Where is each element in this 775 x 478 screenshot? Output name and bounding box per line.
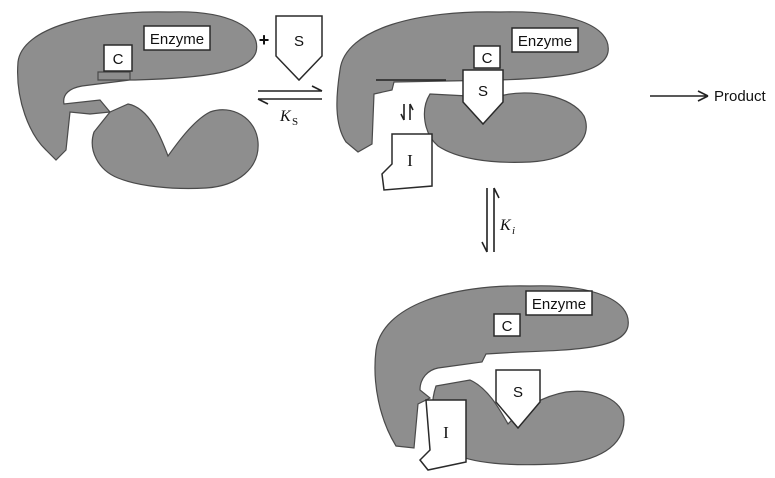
enzyme-substrate-complex: C Enzyme S I — [337, 12, 608, 190]
inhibitor-label: I — [407, 151, 413, 170]
enzyme-substrate-inhibitor-complex: C Enzyme S I — [375, 286, 628, 470]
ki-label: K — [499, 217, 512, 234]
equilibrium-ki: K i — [482, 188, 515, 252]
ki-down-arrow — [482, 188, 487, 252]
enzyme-label: Enzyme — [150, 31, 204, 48]
substrate-label: S — [294, 33, 304, 50]
ks-subscript: S — [292, 116, 298, 128]
forward-arrow — [258, 86, 322, 91]
catalytic-site-label: C — [113, 51, 124, 68]
product-arrow — [650, 91, 708, 101]
product-label: Product — [714, 88, 767, 105]
ki-up-arrow — [494, 188, 499, 252]
catalytic-site-label: C — [502, 318, 513, 335]
substrate-free: + S — [259, 16, 322, 80]
enzyme-label: Enzyme — [532, 296, 586, 313]
plus-sign: + — [259, 30, 270, 50]
bound-inhibitor-label: I — [443, 423, 449, 442]
inhibitor-small-arrow-down — [401, 104, 404, 120]
bound-substrate-label: S — [513, 384, 523, 401]
ki-subscript: i — [512, 225, 515, 237]
catalytic-site-label: C — [482, 50, 493, 67]
product-step: Product — [650, 88, 767, 105]
inhibitor-small-arrow-up — [410, 104, 413, 120]
equilibrium-ks: K S — [258, 86, 322, 128]
free-enzyme: C Enzyme — [18, 12, 259, 189]
reverse-arrow — [258, 99, 322, 104]
enzyme-lower-lobe — [424, 93, 586, 162]
enzyme-label: Enzyme — [518, 33, 572, 50]
ks-label: K — [279, 108, 292, 125]
enzyme-lower-lobe — [92, 104, 258, 189]
bound-substrate-label: S — [478, 83, 488, 100]
